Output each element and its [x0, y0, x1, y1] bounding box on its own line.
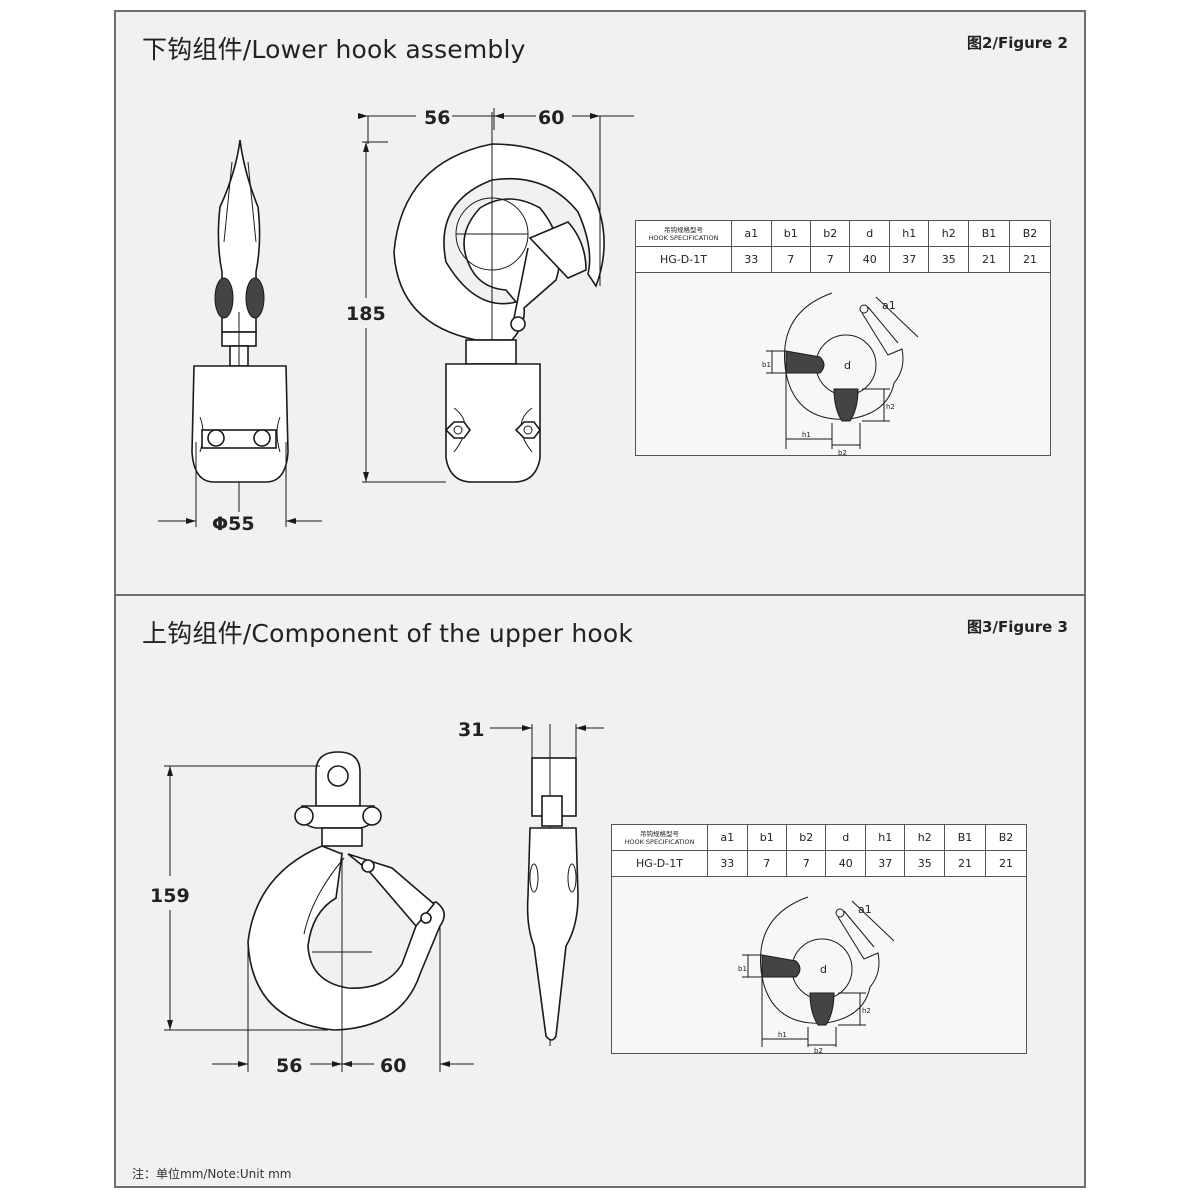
value-a1: 33	[707, 850, 748, 877]
hook-schematic-svg: a1 d h1 h2 b1 b2	[738, 896, 895, 1055]
unit-note: 注：单位mm/Note:Unit mm	[132, 1167, 292, 1181]
value-b2: 7	[785, 850, 827, 877]
spec-header-cell: 吊钩规格型号 HOOK SPECIFICATION	[635, 220, 732, 247]
col-d: d	[849, 220, 890, 247]
col-B1: B1	[968, 220, 1010, 247]
figure-2-label: 图2/Figure 2	[967, 34, 1068, 52]
value-B1: 21	[968, 246, 1010, 273]
label-h2: h2	[862, 1007, 871, 1015]
upper-hook-front-view	[247, 751, 445, 1031]
lower-hook-dimensions	[358, 108, 634, 483]
lower-hook-drawing: Φ55	[158, 107, 634, 535]
col-b1: b1	[746, 824, 787, 851]
spec-header-cn: 吊钩规格型号	[664, 225, 703, 234]
label-h2: h2	[886, 403, 895, 411]
value-a1: 33	[731, 246, 772, 273]
spec-header-cell: 吊钩规格型号 HOOK SPECIFICATION	[611, 824, 708, 851]
diameter-dimension: Φ55	[212, 513, 255, 535]
col-h2: h2	[904, 824, 945, 851]
hook-schematic-fig3: a1 d h1 h2 b1 b2	[611, 876, 1027, 1055]
value-B1: 21	[944, 850, 986, 877]
value-d: 40	[849, 246, 890, 273]
col-b1: b1	[770, 220, 811, 247]
label-b2: b2	[814, 1047, 823, 1055]
width-right-dimension: 60	[538, 107, 564, 129]
label-h1: h1	[802, 431, 811, 439]
label-a1: a1	[858, 903, 872, 916]
value-h1: 37	[864, 850, 906, 877]
value-b1: 7	[770, 246, 811, 273]
col-B2: B2	[984, 824, 1028, 851]
col-h2: h2	[928, 220, 969, 247]
figure-3-panel: 上钩组件/Component of the upper hook 图3/Figu…	[116, 596, 1084, 1186]
spec-table-header-row: 吊钩规格型号 HOOK SPECIFICATION a1 b1 b2 d h1 …	[611, 824, 1028, 851]
col-b2: b2	[809, 220, 851, 247]
thickness-dimension: 31	[458, 719, 484, 741]
value-h2: 35	[928, 246, 969, 273]
figure-3-title: 上钩组件/Component of the upper hook	[142, 619, 634, 648]
value-h1: 37	[888, 246, 930, 273]
label-b1: b1	[762, 361, 771, 369]
col-a1: a1	[707, 824, 748, 851]
model-cell: HG-D-1T	[611, 850, 708, 877]
hook-schematic-fig2: a1 d h1 h2 b1 b2	[635, 272, 1051, 457]
figure-3-label: 图3/Figure 3	[967, 618, 1068, 636]
upper-hook-side-view	[490, 724, 604, 1046]
value-B2: 21	[984, 850, 1028, 877]
spec-table-fig3: 吊钩规格型号 HOOK SPECIFICATION a1 b1 b2 d h1 …	[611, 824, 1028, 877]
width-right-dimension-upper: 60	[380, 1055, 406, 1077]
upper-hook-drawing: 31 159 56	[150, 719, 604, 1077]
label-d: d	[820, 963, 827, 976]
height-dimension-upper: 159	[150, 885, 190, 907]
col-B2: B2	[1008, 220, 1052, 247]
width-left-dimension: 56	[424, 107, 450, 129]
label-h1: h1	[778, 1031, 787, 1039]
col-B1: B1	[944, 824, 986, 851]
spec-table-header-row: 吊钩规格型号 HOOK SPECIFICATION a1 b1 b2 d h1 …	[635, 220, 1052, 247]
label-d: d	[844, 359, 851, 372]
col-h1: h1	[864, 824, 906, 851]
value-B2: 21	[1008, 246, 1052, 273]
height-dimension: 185	[346, 303, 386, 325]
figure-2-panel: 下钩组件/Lower hook assembly 图2/Figure 2	[116, 12, 1084, 594]
upper-hook-dimensions	[164, 765, 474, 1072]
spec-header-en: HOOK SPECIFICATION	[624, 837, 695, 846]
value-b1: 7	[746, 850, 787, 877]
value-h2: 35	[904, 850, 945, 877]
spec-header-en: HOOK SPECIFICATION	[648, 233, 719, 242]
col-b2: b2	[785, 824, 827, 851]
panel-divider	[116, 594, 1084, 596]
label-b2: b2	[838, 449, 847, 457]
spec-table-row: HG-D-1T 33 7 7 40 37 35 21 21	[611, 850, 1028, 877]
label-a1: a1	[882, 299, 896, 312]
label-b1: b1	[738, 965, 747, 973]
col-a1: a1	[731, 220, 772, 247]
col-d: d	[825, 824, 866, 851]
lower-hook-side-view	[158, 139, 322, 527]
lower-hook-front-view	[393, 112, 605, 483]
spec-table-row: HG-D-1T 33 7 7 40 37 35 21 21	[635, 246, 1052, 273]
width-left-dimension-upper: 56	[276, 1055, 302, 1077]
drawing-frame: 下钩组件/Lower hook assembly 图2/Figure 2	[114, 10, 1086, 1188]
model-cell: HG-D-1T	[635, 246, 732, 273]
value-d: 40	[825, 850, 866, 877]
spec-header-cn: 吊钩规格型号	[640, 829, 679, 838]
col-h1: h1	[888, 220, 930, 247]
value-b2: 7	[809, 246, 851, 273]
figure-2-title: 下钩组件/Lower hook assembly	[142, 35, 526, 64]
spec-table-fig2: 吊钩规格型号 HOOK SPECIFICATION a1 b1 b2 d h1 …	[635, 220, 1052, 273]
hook-schematic-svg: a1 d h1 h2 b1 b2	[762, 292, 919, 457]
